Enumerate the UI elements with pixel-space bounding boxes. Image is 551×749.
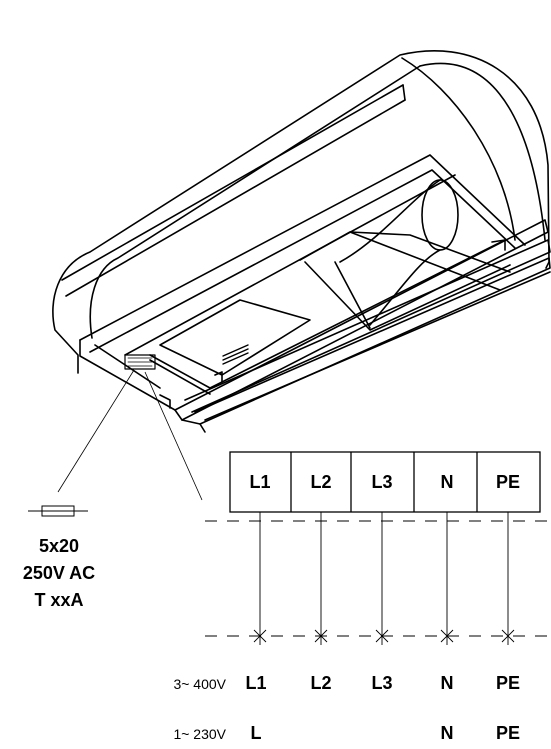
fuse-voltage: 250V AC: [23, 563, 95, 583]
fuse-icon: [28, 505, 88, 517]
supply-1ph-label-n: N: [441, 723, 454, 743]
supply-voltage-single-phase: 1~ 230V: [173, 726, 226, 742]
terminal-label-l3: L3: [371, 472, 392, 492]
terminal-label-l2: L2: [310, 472, 331, 492]
supply-3ph-label-pe: PE: [496, 673, 520, 693]
supply-3ph-label-l3: L3: [371, 673, 392, 693]
terminal-block: [229, 451, 541, 513]
supply-3ph-label-l1: L1: [245, 673, 266, 693]
terminal-label-pe: PE: [496, 472, 520, 492]
supply-1ph-label-l: L: [251, 723, 262, 743]
supply-voltage-three-phase: 3~ 400V: [173, 676, 226, 692]
dashed-boundary-lines: [205, 520, 551, 637]
leader-lines: [57, 369, 203, 501]
supply-wires: [253, 512, 515, 645]
fuse-size: 5x20: [39, 536, 79, 556]
fuse-rating: T xxA: [34, 590, 83, 610]
supply-3ph-label-l2: L2: [310, 673, 331, 693]
terminal-label-l1: L1: [249, 472, 270, 492]
supply-1ph-label-pe: PE: [496, 723, 520, 743]
air-curtain-unit-drawing: [52, 50, 551, 433]
terminal-label-n: N: [441, 472, 454, 492]
supply-3ph-label-n: N: [441, 673, 454, 693]
